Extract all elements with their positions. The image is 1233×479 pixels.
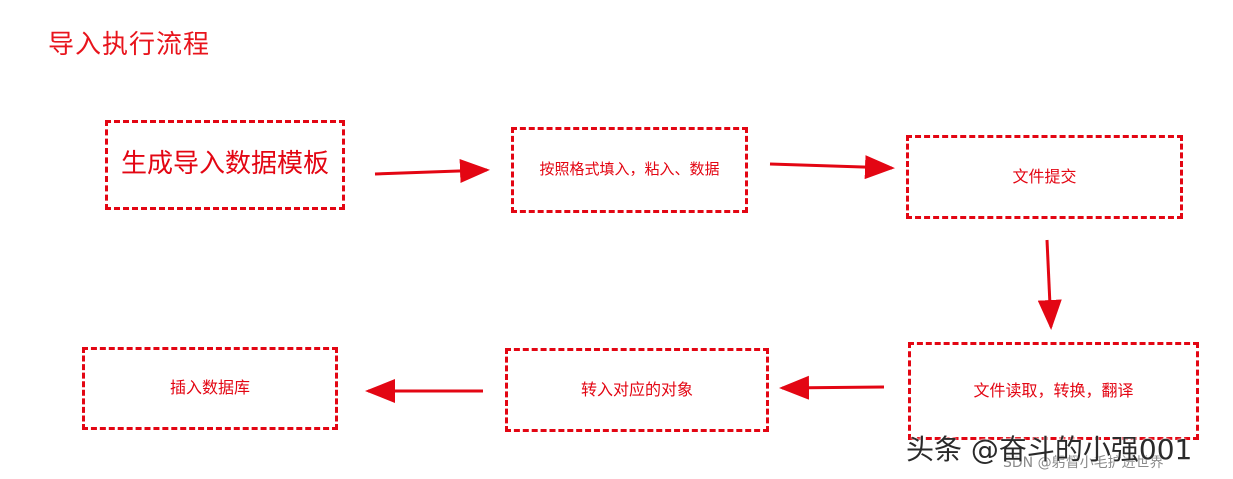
arrow-step3-to-step4 (1037, 239, 1062, 330)
step-label: 生成导入数据模板 (120, 149, 329, 180)
step-fill-data: 按照格式填入，粘入、数据 (511, 127, 748, 213)
step-insert-db: 插入数据库 (82, 347, 338, 430)
step-map-objects: 转入对应的对象 (505, 348, 769, 432)
step-label: 文件读取，转换，翻译 (973, 380, 1134, 400)
step-read-convert: 文件读取，转换，翻译 (908, 342, 1199, 440)
step-label: 按照格式填入，粘入、数据 (539, 160, 720, 179)
arrow-step1-to-step2 (374, 158, 490, 183)
diagram-title: 导入执行流程 (48, 30, 211, 60)
step-label: 文件提交 (1012, 166, 1077, 186)
step-generate-template: 生成导入数据模板 (105, 120, 345, 210)
step-label: 转入对应的对象 (580, 379, 693, 399)
arrow-step4-to-step5 (779, 375, 885, 400)
step-label: 插入数据库 (169, 378, 250, 398)
arrow-step2-to-step3 (769, 155, 895, 180)
watermark-sub: SDN @躬督小毛扩进世界 (1003, 455, 1164, 471)
watermark-main: 头条 @奋斗的小强001 (906, 433, 1193, 466)
step-submit-file: 文件提交 (906, 135, 1183, 219)
